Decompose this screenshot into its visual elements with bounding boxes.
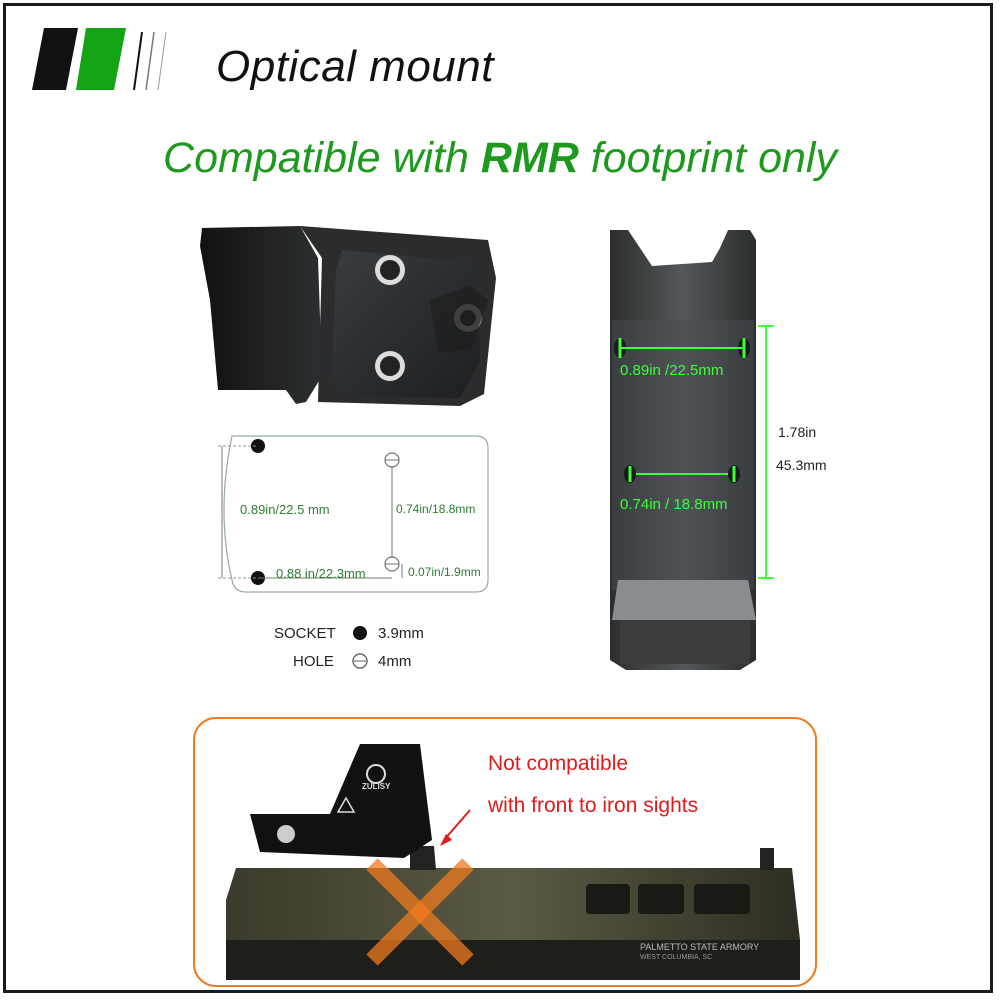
slide-engraving: PALMETTO STATE ARMORY — [640, 942, 760, 952]
page-title: Optical mount — [216, 42, 494, 91]
legend-hole-label: HOLE — [293, 653, 334, 670]
compatibility-headline: Compatible with RMR footprint only — [163, 134, 837, 182]
length-mm: 45.3mm — [776, 457, 827, 473]
dim-width-top: 0.89in/22.5 mm — [240, 502, 330, 517]
legend-hole-value: 4mm — [378, 653, 412, 670]
sight-brand-label: ZULISY — [362, 782, 391, 791]
brand-logo — [32, 28, 167, 91]
warning-line-1: Not compatible — [488, 752, 629, 775]
dim-offset: 0.07in/1.9mm — [408, 565, 481, 579]
dim-bottom: 0.88 in/22.3mm — [276, 566, 366, 581]
legend-socket-value: 3.9mm — [378, 625, 424, 642]
legend-socket-label: SOCKET — [274, 625, 336, 642]
dim-upper-spacing: 0.89in /22.5mm — [620, 362, 724, 379]
warning-line-2: with front to iron sights — [488, 794, 699, 817]
slide-engraving-sub: WEST COLUMBIA, SC — [640, 954, 713, 961]
length-inches: 1.78in — [778, 424, 817, 440]
dim-lower-spacing: 0.74in / 18.8mm — [620, 496, 728, 513]
dim-hole-spacing: 0.74in/18.8mm — [396, 502, 476, 516]
